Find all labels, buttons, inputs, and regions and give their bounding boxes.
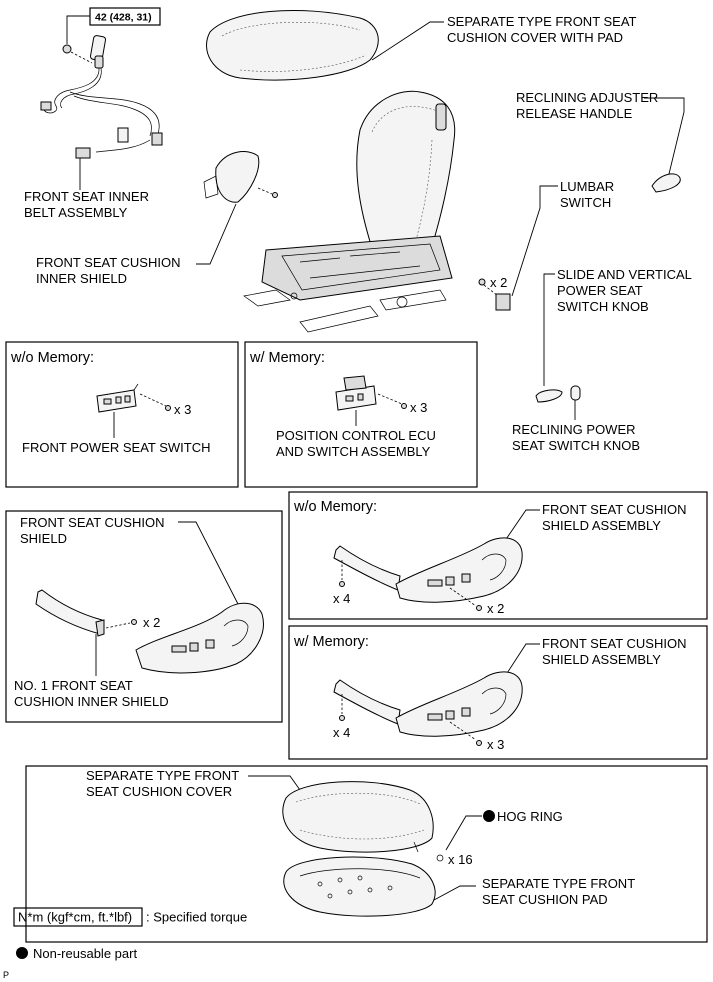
cushion-shield-leader (178, 521, 239, 605)
shield-assembly-2-part (333, 671, 523, 737)
shield-assembly-1-part (333, 537, 523, 603)
cushion-cover-pad-label: SEPARATE TYPE FRONT SEAT CUSHION COVER W… (447, 14, 640, 45)
reclining-handle-part (651, 173, 681, 193)
reclining-knob-label: RECLINING POWER SEAT SWITCH KNOB (512, 422, 640, 453)
position-ecu-part (335, 375, 407, 411)
panel-wo-memory-switch (5, 341, 239, 488)
hog-ring-qty: x 16 (448, 852, 473, 867)
cushion-shield-screw (131, 619, 137, 625)
slide-knob-part (535, 389, 563, 403)
shield-w-title: w/ Memory: (293, 634, 369, 650)
shield-wo-qty-a: x 4 (333, 591, 350, 606)
shield-wo-screw-b (476, 605, 482, 611)
reclining-handle-leader (644, 97, 685, 179)
cushion-cover-pad-leader (371, 21, 444, 61)
no1-inner-shield-label: NO. 1 FRONT SEAT CUSHION INNER SHIELD (14, 678, 169, 709)
legend-torque-units: N*m (kgf*cm, ft.*lbf) (18, 910, 132, 925)
cushion-cover-leader (248, 775, 301, 791)
panel-cushion-cover-pad (25, 765, 708, 943)
lumbar-screw (478, 278, 486, 286)
shield-assembly-1-leader (499, 509, 540, 549)
cushion-cover-part (282, 781, 434, 853)
seat-assembly-part (243, 90, 456, 333)
cushion-shield-screw-dash (105, 622, 131, 629)
cushion-pad-label: SEPARATE TYPE FRONT SEAT CUSHION PAD (482, 876, 639, 907)
inner-belt-label: FRONT SEAT INNER BELT ASSEMBLY (24, 189, 153, 220)
cushion-inner-shield-part (203, 151, 278, 203)
footer-code: P (3, 970, 9, 980)
power-seat-switch-label: FRONT POWER SEAT SWITCH (22, 440, 211, 455)
shield-w-qty-b: x 3 (487, 737, 504, 752)
cushion-inner-shield-label: FRONT SEAT CUSHION INNER SHIELD (36, 255, 184, 286)
torque-leader (66, 15, 90, 44)
cushion-inner-shield-leader (196, 203, 237, 265)
panel-w-memory-switch (244, 341, 478, 488)
legend-nonreusable-text: Non-reusable part (33, 946, 137, 961)
legend-nonreusable-dot (16, 947, 28, 959)
w-memory-qty: x 3 (410, 400, 427, 415)
panel-shield-wo-memory (288, 491, 708, 620)
position-ecu-label: POSITION CONTROL ECU AND SWITCH ASSEMBLY (276, 428, 440, 459)
shield-w-screw-b-dash (449, 721, 477, 741)
shield-wo-title: w/o Memory: (293, 499, 377, 515)
shield-wo-screw-b-dash (449, 587, 477, 607)
power-seat-switch-part (96, 383, 171, 413)
legend-torque-box (13, 907, 143, 927)
cushion-cover-label: SEPARATE TYPE FRONT SEAT CUSHION COVER (86, 768, 243, 799)
cushion-shield-qty: x 2 (143, 615, 160, 630)
shield-assembly-2-label: FRONT SEAT CUSHION SHIELD ASSEMBLY (542, 636, 690, 667)
panel-shield-w-memory (288, 625, 708, 760)
shield-wo-screw-a (339, 581, 345, 587)
panel-w-memory-title: w/ Memory: (249, 350, 325, 366)
torque-box (89, 7, 161, 26)
cushion-pad-part (283, 856, 436, 917)
shield-assembly-2-leader (499, 643, 540, 685)
no1-inner-shield-part (35, 589, 105, 637)
shield-w-qty-a: x 4 (333, 725, 350, 740)
cushion-shield-part (135, 602, 264, 674)
hog-ring-leader (445, 815, 482, 851)
lumbar-switch-label: LUMBAR SWITCH (560, 179, 618, 210)
panel-wo-memory-title: w/o Memory: (10, 350, 94, 366)
inner-belt-part (40, 35, 163, 159)
hog-ring-label: HOG RING (497, 809, 563, 824)
cushion-shield-label: FRONT SEAT CUSHION SHIELD (20, 515, 168, 546)
lumbar-switch-part (495, 293, 511, 311)
cushion-cover-with-pad-part (206, 9, 379, 81)
reclining-knob-part (570, 385, 581, 401)
torque-value: 42 (428, 31) (95, 12, 152, 24)
reclining-handle-label: RECLINING ADJUSTER RELEASE HANDLE (516, 90, 662, 121)
slide-knob-leader (543, 273, 555, 386)
slide-knob-label: SLIDE AND VERTICAL POWER SEAT SWITCH KNO… (557, 267, 695, 314)
hog-ring-part (436, 854, 444, 862)
shield-assembly-1-label: FRONT SEAT CUSHION SHIELD ASSEMBLY (542, 502, 690, 533)
lumbar-qty: x 2 (490, 275, 507, 290)
shield-w-screw-b (476, 740, 482, 746)
cushion-pad-leader (433, 885, 476, 901)
panel-cushion-shield (5, 510, 283, 723)
legend-torque-text: : Specified torque (146, 910, 247, 925)
lumbar-switch-leader (511, 185, 558, 297)
shield-w-screw-a (339, 715, 345, 721)
hog-ring-legend-dot (483, 810, 495, 822)
wo-memory-qty: x 3 (174, 402, 191, 417)
shield-wo-qty-b: x 2 (487, 601, 504, 616)
